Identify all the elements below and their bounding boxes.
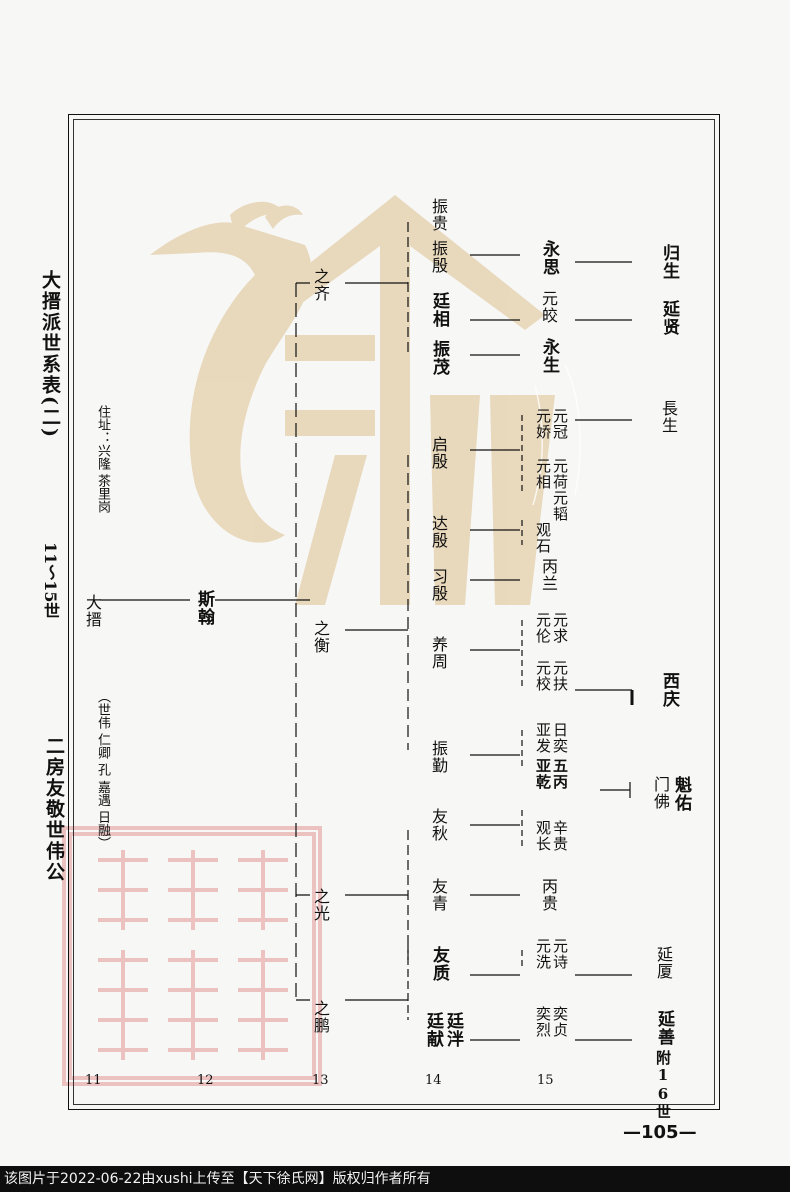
- person-g12: 斯翰: [194, 590, 214, 626]
- person-g15: 永生: [539, 338, 559, 374]
- person-g11: 大搢: [83, 594, 102, 628]
- generation-number: 14: [425, 1073, 442, 1088]
- table-title: 大搢派世系表(二): [39, 270, 61, 439]
- person-g13: 之齐: [311, 268, 330, 302]
- copyright-footer: 该图片于2022-06-22由xushi上传至【天下徐氏网】版权归作者所有: [0, 1166, 790, 1192]
- person-g15: 元伦: [534, 612, 552, 644]
- person-g14: 振贵: [429, 198, 448, 232]
- genealogy-table-frame: [68, 114, 720, 1110]
- page-number: —105—: [623, 1122, 697, 1143]
- person-g15: 元冠: [551, 408, 569, 440]
- person-g15: 元相: [534, 458, 552, 490]
- person-g14: 启殷: [429, 436, 448, 470]
- person-g15: 奕烈: [534, 1006, 552, 1038]
- person-g14: 友质: [429, 946, 449, 982]
- courtesy-note: （世伟 仁卿 孔 嘉遇 日融）: [95, 690, 110, 850]
- person-g16: 门佛: [651, 776, 670, 810]
- person-g15: 元校: [534, 660, 552, 692]
- person-g15: 丙兰: [539, 558, 558, 592]
- person-g15: 丙贵: [539, 878, 558, 912]
- person-g15: 元皎: [539, 290, 558, 324]
- person-g16: 延善: [654, 1010, 674, 1046]
- person-g14: 廷相: [429, 292, 449, 328]
- generation-number-appendix: 附16世: [654, 1050, 672, 1120]
- person-g14: 廷献: [423, 1012, 443, 1048]
- person-g15: 元求: [551, 612, 569, 644]
- person-g15: 五丙: [551, 758, 569, 790]
- generation-range: 11～15世: [41, 542, 60, 619]
- seal-stamp-watermark: [62, 826, 322, 1086]
- person-g16: 長生: [659, 400, 678, 434]
- person-g15: 永思: [539, 240, 559, 276]
- person-g15: 辛贵: [551, 820, 569, 852]
- person-g14: 廷泮: [443, 1012, 463, 1048]
- person-g14: 友秋: [429, 808, 448, 842]
- person-g14: 养周: [429, 636, 448, 670]
- address-note: 住址：兴隆 茶里岗: [95, 405, 110, 514]
- person-g15: 亚发: [534, 722, 552, 754]
- generation-number: 13: [312, 1073, 329, 1088]
- person-g15: 观长: [534, 820, 552, 852]
- person-g15: 日奕: [551, 722, 569, 754]
- person-g15: 奕贞: [551, 1006, 569, 1038]
- person-g16: 西庆: [659, 672, 679, 708]
- person-g15: 元荷: [551, 458, 569, 490]
- generation-number: 11: [85, 1073, 102, 1088]
- person-g15: 元洗: [534, 938, 552, 970]
- person-g15: 观石: [534, 522, 552, 554]
- person-g16: 归生: [659, 244, 679, 280]
- person-g15: 元韬: [551, 490, 569, 522]
- person-g14: 达殷: [429, 515, 448, 549]
- person-g14: 振殷: [429, 240, 448, 274]
- person-g14: 习殷: [429, 568, 448, 602]
- generation-number: 15: [537, 1073, 554, 1088]
- person-g15: 亚乾: [534, 758, 552, 790]
- person-g15: 元娇: [534, 408, 552, 440]
- person-g14: 友青: [429, 878, 448, 912]
- generation-number: 12: [197, 1073, 214, 1088]
- person-g14: 振勤: [429, 740, 448, 774]
- person-g16: 魁佑: [671, 776, 691, 812]
- person-g13: 之鹏: [311, 1000, 330, 1034]
- person-g13: 之衡: [311, 620, 330, 654]
- person-g14: 振茂: [429, 340, 449, 376]
- person-g16: 延贤: [659, 300, 679, 336]
- header-title: 二房友敬世伟公: [43, 736, 65, 883]
- person-g16: 延厦: [654, 946, 673, 980]
- xu-surname-logo-watermark: [150, 195, 581, 605]
- person-g13: 之光: [311, 888, 330, 922]
- person-g15: 元诗: [551, 938, 569, 970]
- person-g15: 元扶: [551, 660, 569, 692]
